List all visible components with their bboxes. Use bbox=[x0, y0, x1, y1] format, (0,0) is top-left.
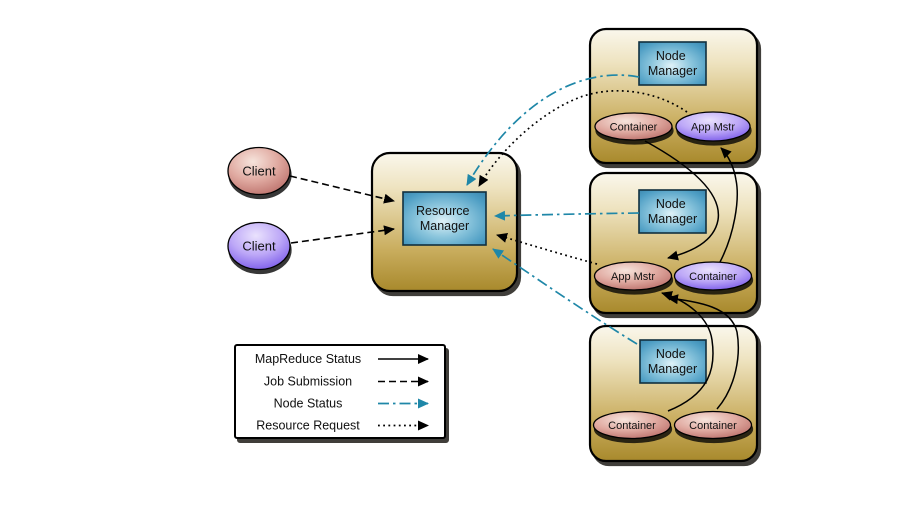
node-1-app-mstr: App Mstr bbox=[675, 111, 751, 142]
legend-item-resource-request: Resource Request bbox=[256, 419, 429, 433]
legend bbox=[234, 344, 446, 439]
node-1-container: Container bbox=[594, 112, 673, 141]
mapreduce-status-arrow-3 bbox=[661, 291, 714, 412]
node-3-container-2-label: Container bbox=[689, 420, 737, 432]
node-3-manager-label: Node Manager bbox=[648, 347, 697, 376]
node-2-app-mstr: App Mstr bbox=[593, 261, 673, 291]
legend-item-node-status: Node Status bbox=[274, 397, 429, 411]
client-1: Client bbox=[227, 146, 291, 196]
resource-request-arrow-am2 bbox=[496, 233, 598, 265]
legend-label-job-submission: Job Submission bbox=[264, 375, 352, 389]
node-3-container-2: Container bbox=[673, 410, 753, 440]
mapreduce-status-arrow-1 bbox=[644, 140, 720, 261]
client-2: Client bbox=[227, 221, 291, 271]
node-3-container-2-ellipse bbox=[673, 410, 753, 440]
mapreduce-status-arrow-4 bbox=[667, 294, 740, 410]
node-2-manager-label: Node Manager bbox=[648, 197, 697, 226]
legend-item-job-submission: Job Submission bbox=[264, 375, 429, 389]
node-1-app-mstr-ellipse bbox=[675, 111, 751, 142]
node-3-container-1-ellipse bbox=[592, 410, 672, 440]
job-submission-arrow-client2 bbox=[290, 225, 395, 244]
legend-label-mapreduce-status: MapReduce Status bbox=[255, 352, 361, 366]
node-2-container-label: Container bbox=[689, 271, 737, 283]
client-1-ellipse bbox=[227, 146, 291, 196]
client-2-ellipse bbox=[227, 221, 291, 271]
resource-manager-label: Resource Manager bbox=[416, 204, 473, 233]
legend-items: MapReduce Status Job Submission Node Sta… bbox=[255, 352, 429, 433]
node-2-app-mstr-ellipse bbox=[593, 261, 673, 291]
node-status-arrow-nm2 bbox=[494, 210, 640, 221]
mapreduce-status-arrow-2 bbox=[719, 147, 738, 263]
legend-box bbox=[234, 344, 446, 439]
node-3-container-1: Container bbox=[592, 410, 672, 440]
node-2-app-mstr-label: App Mstr bbox=[611, 271, 655, 283]
node-2-manager-rect bbox=[638, 189, 707, 234]
node-1-manager-rect bbox=[638, 41, 707, 86]
node-3-manager-box: Node Manager bbox=[639, 339, 707, 384]
node-1-manager-label: Node Manager bbox=[648, 49, 697, 78]
node-1-container-ellipse bbox=[594, 112, 673, 141]
client-1-label: Client bbox=[242, 164, 276, 179]
node-status-arrow-nm1 bbox=[466, 74, 640, 186]
connections bbox=[289, 74, 740, 412]
node-1-manager-box: Node Manager bbox=[638, 41, 707, 86]
resource-manager-box: Resource Manager bbox=[402, 191, 487, 246]
legend-label-resource-request: Resource Request bbox=[256, 419, 360, 433]
legend-label-node-status: Node Status bbox=[274, 397, 343, 411]
client-2-label: Client bbox=[242, 239, 276, 254]
node-status-arrow-nm3 bbox=[492, 248, 638, 345]
node-2-manager-box: Node Manager bbox=[638, 189, 707, 234]
job-submission-arrow-client1 bbox=[289, 175, 395, 204]
node-3-container-1-label: Container bbox=[608, 420, 656, 432]
node-2-container-ellipse bbox=[673, 261, 753, 291]
legend-item-mapreduce-status: MapReduce Status bbox=[255, 352, 429, 366]
node-2-container: Container bbox=[673, 261, 753, 291]
node-1-container-label: Container bbox=[610, 122, 658, 134]
resource-manager-rect bbox=[402, 191, 487, 246]
node-3-manager-rect bbox=[639, 339, 707, 384]
node-1-app-mstr-label: App Mstr bbox=[691, 122, 735, 134]
